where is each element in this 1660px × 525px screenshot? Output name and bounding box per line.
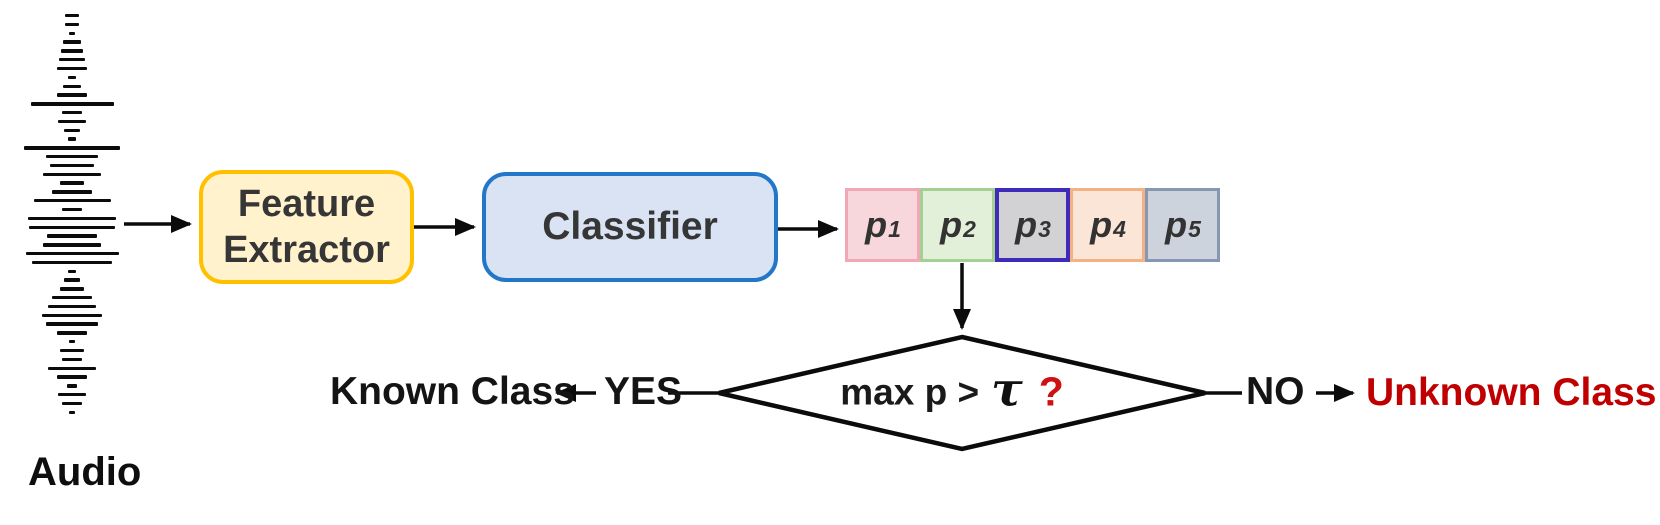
waveform-bar xyxy=(64,278,80,282)
waveform-bar xyxy=(60,181,84,185)
waveform-bar xyxy=(62,207,82,212)
known-class-label: Known Class xyxy=(330,370,575,413)
waveform-bar xyxy=(57,375,87,379)
waveform-bar xyxy=(62,357,82,362)
feature-extractor-box: Feature Extractor xyxy=(199,170,414,284)
waveform-bar xyxy=(67,384,77,388)
waveform-bar xyxy=(57,66,87,71)
waveform-bar xyxy=(33,199,111,203)
waveform-bar xyxy=(69,340,75,344)
threshold-tau-symbol: τ xyxy=(991,362,1023,418)
waveform-bar xyxy=(48,366,96,370)
waveform-bar xyxy=(58,119,86,124)
unknown-class-label: Unknown Class xyxy=(1366,371,1657,414)
waveform-bar xyxy=(43,172,101,177)
decision-diamond xyxy=(718,334,1206,452)
classifier-label: Classifier xyxy=(542,205,718,248)
waveform-bar xyxy=(60,287,84,291)
waveform-bar xyxy=(57,331,87,335)
audio-waveform-icon xyxy=(24,14,120,414)
waveform-bar xyxy=(62,401,82,406)
waveform-bar xyxy=(57,93,87,97)
waveform-bar xyxy=(64,128,80,132)
yes-label: YES xyxy=(604,370,683,413)
waveform-bar xyxy=(68,137,76,141)
waveform-bar xyxy=(68,75,76,80)
waveform-bar xyxy=(47,234,97,238)
waveform-bar xyxy=(28,216,116,221)
waveform-bar xyxy=(62,110,82,115)
waveform-bar xyxy=(65,14,79,18)
waveform-bar xyxy=(24,146,120,150)
waveform-bar xyxy=(69,410,75,414)
waveform-bar xyxy=(30,102,114,106)
no-label: NO xyxy=(1246,370,1305,413)
waveform-bar xyxy=(69,31,75,36)
waveform-bar xyxy=(29,225,115,229)
decision-condition: max p > τ ? xyxy=(840,362,1064,420)
condition-prefix: max p > xyxy=(840,371,980,412)
waveform-bar xyxy=(60,348,84,353)
waveform-bar xyxy=(42,313,102,318)
waveform-bar xyxy=(25,251,119,256)
waveform-bar xyxy=(63,40,81,44)
question-mark: ? xyxy=(1038,368,1064,415)
waveform-bar xyxy=(32,260,112,265)
waveform-bar xyxy=(63,84,81,88)
waveform-bar xyxy=(43,243,101,247)
feature-extractor-label: Feature Extractor xyxy=(223,182,390,271)
waveform-bar xyxy=(59,58,85,62)
audio-label: Audio xyxy=(28,450,142,494)
waveform-bar xyxy=(52,296,92,300)
waveform-bar xyxy=(58,392,86,397)
waveform-bar xyxy=(46,155,98,159)
waveform-bar xyxy=(65,22,79,27)
waveform-bar xyxy=(46,322,98,326)
waveform-bar xyxy=(48,304,96,309)
classifier-box: Classifier xyxy=(482,172,778,282)
waveform-bar xyxy=(50,163,94,168)
waveform-bar xyxy=(68,269,76,273)
waveform-bar xyxy=(61,49,83,53)
waveform-bar xyxy=(52,190,92,194)
